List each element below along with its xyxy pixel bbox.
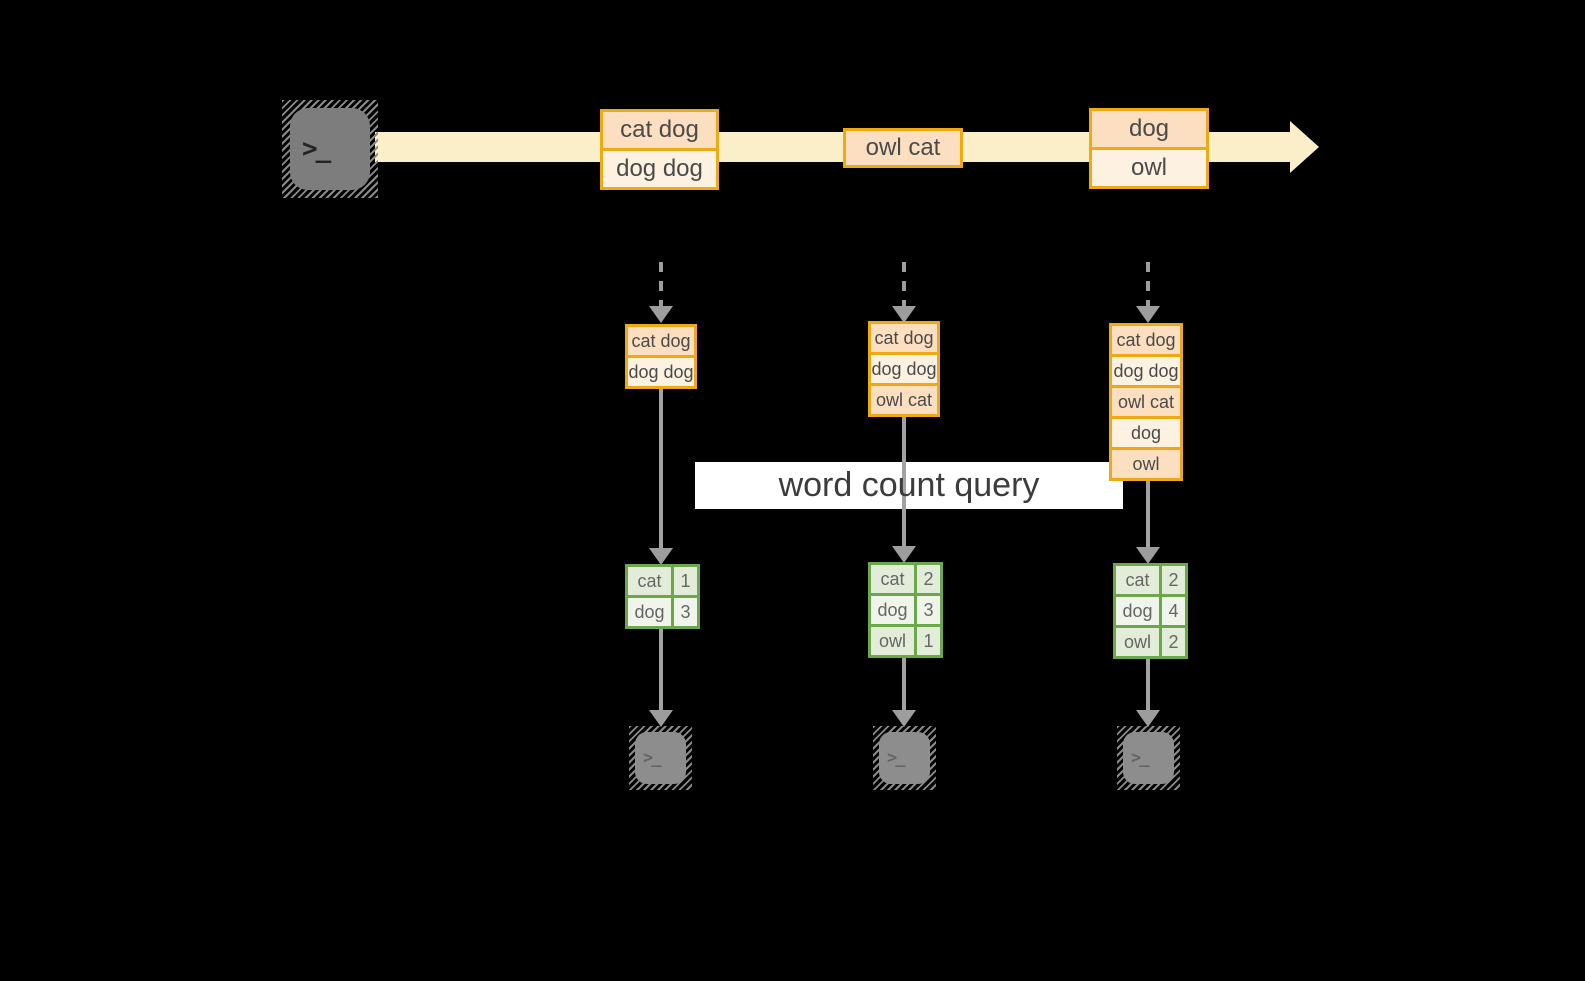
terminal-prompt-glyph: >_ <box>643 748 662 768</box>
count-cell: 1 <box>914 627 940 655</box>
connector-arrow-head-2 <box>892 546 916 563</box>
count-cell: 2 <box>1159 566 1185 594</box>
stream-arrow-head-icon <box>1290 121 1319 173</box>
output-line-2 <box>902 657 906 710</box>
word-row: dog <box>1112 416 1180 447</box>
dashed-arrow-line-2 <box>902 262 906 306</box>
connector-line-2 <box>902 417 906 546</box>
output-line-1 <box>659 629 663 710</box>
word-row: dog dog <box>603 148 716 187</box>
count-cell: 2 <box>1159 628 1185 656</box>
dashed-arrow-head-1 <box>649 306 673 323</box>
word-row: owl cat <box>846 131 960 165</box>
count-cell: 1 <box>671 567 697 595</box>
output-arrow-head-3 <box>1136 710 1160 727</box>
connector-line-3 <box>1146 481 1150 547</box>
word-cell: dog <box>871 596 914 624</box>
word-row: dog dog <box>871 352 937 383</box>
count-cell: 3 <box>914 596 940 624</box>
count-cell: 3 <box>671 598 697 626</box>
stream-batch-box-2: owl cat <box>843 128 963 168</box>
terminal-body: >_ <box>1123 732 1174 784</box>
word-row: cat dog <box>871 324 937 352</box>
terminal-prompt-glyph: >_ <box>1131 748 1150 768</box>
query-label: word count query <box>778 466 1040 504</box>
word-cell: cat <box>1116 566 1159 594</box>
dashed-arrow-line-3 <box>1146 262 1150 306</box>
dashed-arrow-head-2 <box>892 306 916 323</box>
connector-line-1 <box>659 387 663 548</box>
word-cell: cat <box>628 567 671 595</box>
word-row: dog <box>1092 111 1206 147</box>
terminal-body: >_ <box>635 732 686 784</box>
console-terminal-icon-2: >_ <box>873 726 936 790</box>
count-cell: 2 <box>914 565 940 593</box>
count-cell: 4 <box>1159 597 1185 625</box>
terminal-body: >_ <box>879 732 930 784</box>
connector-arrow-head-1 <box>649 548 673 565</box>
terminal-prompt-glyph: >_ <box>302 134 331 164</box>
word-cell: dog <box>628 598 671 626</box>
word-row: dog dog <box>1112 354 1180 385</box>
output-arrow-head-1 <box>649 710 673 727</box>
word-row: cat dog <box>628 327 694 355</box>
word-row: owl <box>1092 147 1206 186</box>
query-label-band <box>695 462 1123 509</box>
word-row: cat dog <box>1112 326 1180 354</box>
word-row: dog dog <box>628 355 694 386</box>
word-cell: owl <box>871 627 914 655</box>
terminal-prompt-glyph: >_ <box>887 748 906 768</box>
word-row: cat dog <box>603 112 716 148</box>
word-row: owl cat <box>1112 385 1180 416</box>
output-arrow-head-2 <box>892 710 916 727</box>
word-row: owl cat <box>871 383 937 414</box>
source-terminal-icon: >_ <box>282 100 378 198</box>
output-line-3 <box>1146 657 1150 710</box>
connector-arrow-head-3 <box>1136 547 1160 564</box>
word-cell: cat <box>871 565 914 593</box>
word-cell: owl <box>1116 628 1159 656</box>
console-terminal-icon-1: >_ <box>629 726 692 790</box>
word-row: owl <box>1112 447 1180 478</box>
dashed-arrow-head-3 <box>1136 306 1160 323</box>
console-terminal-icon-3: >_ <box>1117 726 1180 790</box>
terminal-body: >_ <box>290 108 370 190</box>
dashed-arrow-line-1 <box>659 262 663 306</box>
word-cell: dog <box>1116 597 1159 625</box>
